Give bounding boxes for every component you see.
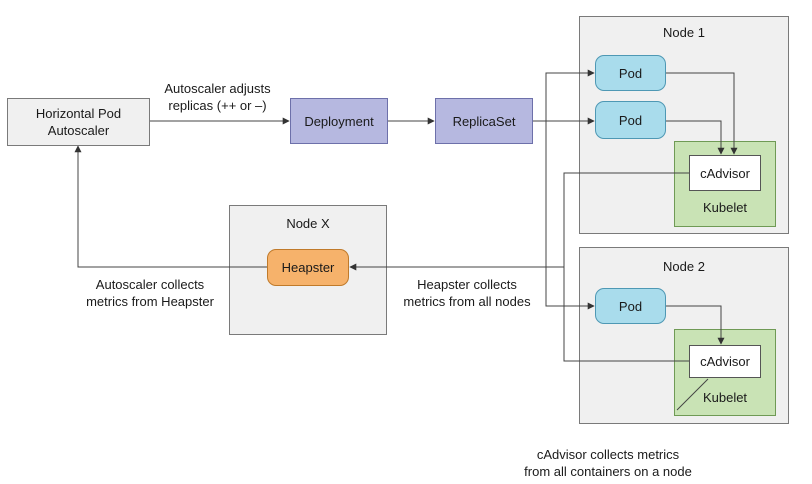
replicaset-label: ReplicaSet: [452, 113, 516, 129]
node-1-pod-2: Pod: [595, 101, 666, 139]
arrow-node2-pod-to-cadvisor: [666, 305, 725, 345]
arrow-heapster-to-hpa: [74, 145, 267, 268]
deployment-label: Deployment: [304, 113, 374, 129]
arrow-replicaset-to-pod1: [545, 69, 595, 121]
node-1-pod-2-label: Pod: [618, 112, 643, 128]
node-2-title: Node 2: [663, 259, 705, 274]
cadvisor-collects-line1: cAdvisor collects metrics: [536, 447, 680, 462]
autoscaler-collects-line2: metrics from Heapster: [86, 294, 214, 309]
arrow-pod2-to-cadvisor: [666, 120, 725, 155]
line-cadvisor-note-pointer: [676, 378, 709, 411]
heapster-collects-note: Heapster collects metrics from all nodes: [396, 276, 538, 310]
hpa-label-line2: Autoscaler: [47, 123, 110, 138]
node-2-pod-1: Pod: [595, 288, 666, 324]
line-cadvisor2-to-bus: [563, 267, 689, 362]
heapster-collects-line1: Heapster collects: [417, 277, 517, 292]
autoscaler-collects-note: Autoscaler collects metrics from Heapste…: [80, 276, 220, 310]
hpa-label-line1: Horizontal Pod: [35, 106, 122, 121]
node-2-cadvisor-label: cAdvisor: [700, 354, 750, 369]
node-1-pod-1: Pod: [595, 55, 666, 91]
autoscaler-adjusts-line2: replicas (++ or –): [168, 98, 267, 113]
arrow-pod1-to-cadvisor: [666, 72, 738, 155]
deployment-box: Deployment: [290, 98, 388, 144]
node-1-pod-1-label: Pod: [618, 65, 643, 81]
heapster-collects-line2: metrics from all nodes: [403, 294, 531, 309]
node-1-title: Node 1: [663, 25, 705, 40]
node-2-pod-1-label: Pod: [618, 298, 643, 314]
node-2-kubelet-label: Kubelet: [702, 390, 748, 405]
node-2-cadvisor: cAdvisor: [689, 345, 761, 378]
autoscaler-adjusts-line1: Autoscaler adjusts: [164, 81, 271, 96]
autoscaler-collects-line1: Autoscaler collects: [95, 277, 205, 292]
node-1-cadvisor-label: cAdvisor: [700, 165, 750, 181]
autoscaler-adjusts-note: Autoscaler adjusts replicas (++ or –): [150, 80, 285, 114]
arrow-replicaset-to-node2-pod: [545, 121, 595, 310]
replicaset-box: ReplicaSet: [435, 98, 533, 144]
heapster-box: Heapster: [267, 249, 349, 286]
node-1-kubelet-label: Kubelet: [702, 200, 748, 215]
node-x-title: Node X: [286, 216, 330, 231]
cadvisor-collects-line2: from all containers on a node: [524, 464, 692, 479]
cadvisor-collects-note: cAdvisor collects metrics from all conta…: [508, 446, 708, 480]
heapster-label: Heapster: [281, 260, 335, 275]
horizontal-pod-autoscaler: Horizontal Pod Autoscaler: [7, 98, 150, 146]
line-cadvisor1-to-bus: [563, 172, 689, 267]
node-1-cadvisor: cAdvisor: [689, 155, 761, 191]
